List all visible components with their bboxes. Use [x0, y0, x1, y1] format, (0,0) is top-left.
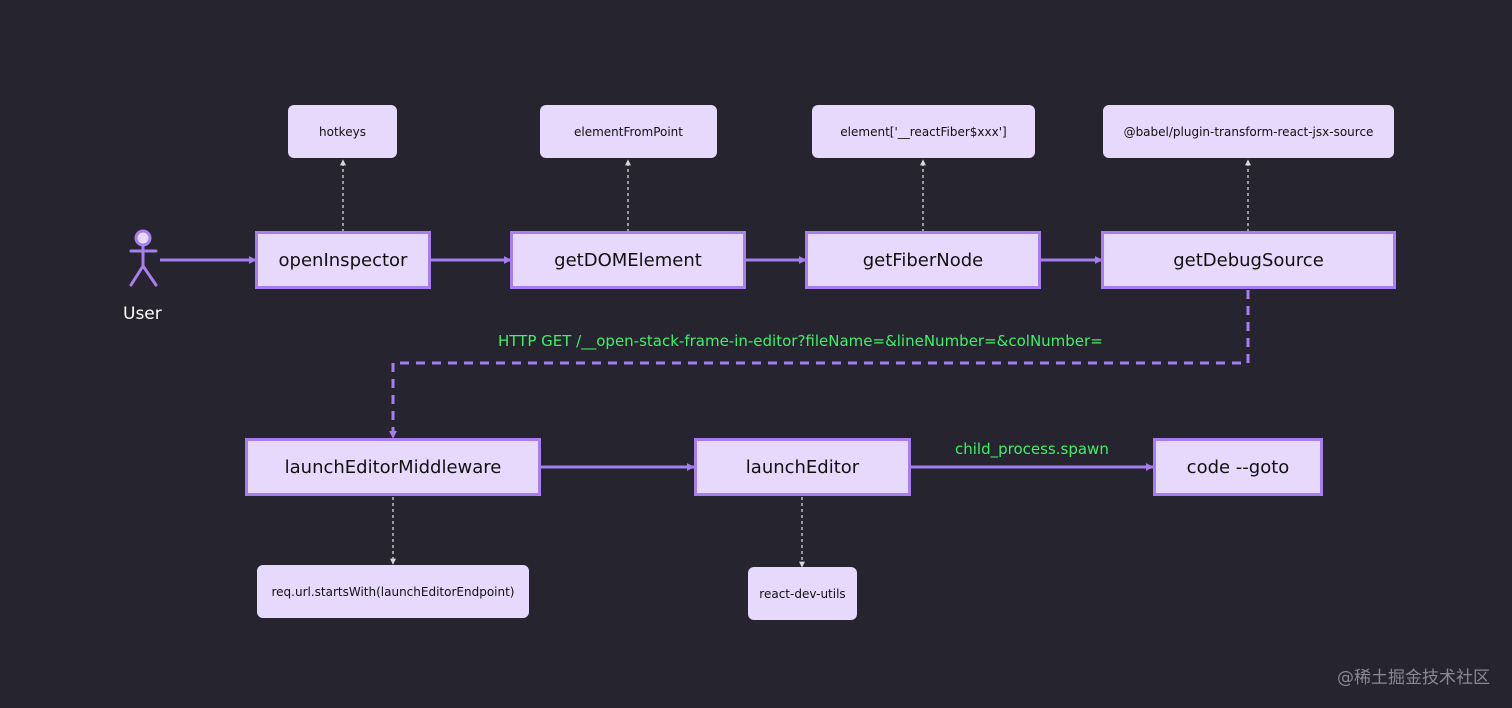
node-code-goto: code --goto	[1153, 438, 1323, 496]
note-react-fiber: element['__reactFiber$xxx']	[812, 105, 1035, 158]
edge-label-child-process: child_process.spawn	[955, 440, 1109, 458]
node-get-fiber-node: getFiberNode	[805, 231, 1041, 289]
note-hotkeys: hotkeys	[288, 105, 397, 158]
note-babel-plugin: @babel/plugin-transform-react-jsx-source	[1103, 105, 1394, 158]
arrow-http-get	[389, 290, 1250, 439]
note-react-dev-utils: react-dev-utils	[748, 567, 857, 620]
user-icon	[129, 229, 158, 287]
node-get-dom-element: getDOMElement	[510, 231, 746, 289]
node-open-inspector: openInspector	[255, 231, 431, 289]
note-req-url: req.url.startsWith(launchEditorEndpoint)	[257, 565, 529, 618]
edge-label-http-get: HTTP GET /__open-stack-frame-in-editor?f…	[498, 332, 1103, 350]
node-launch-editor-middleware: launchEditorMiddleware	[245, 438, 541, 496]
node-get-debug-source: getDebugSource	[1101, 231, 1396, 289]
user-label: User	[123, 304, 162, 324]
node-launch-editor: launchEditor	[694, 438, 911, 496]
watermark: @稀土掘金技术社区	[1337, 668, 1490, 688]
note-element-from-point: elementFromPoint	[540, 105, 717, 158]
